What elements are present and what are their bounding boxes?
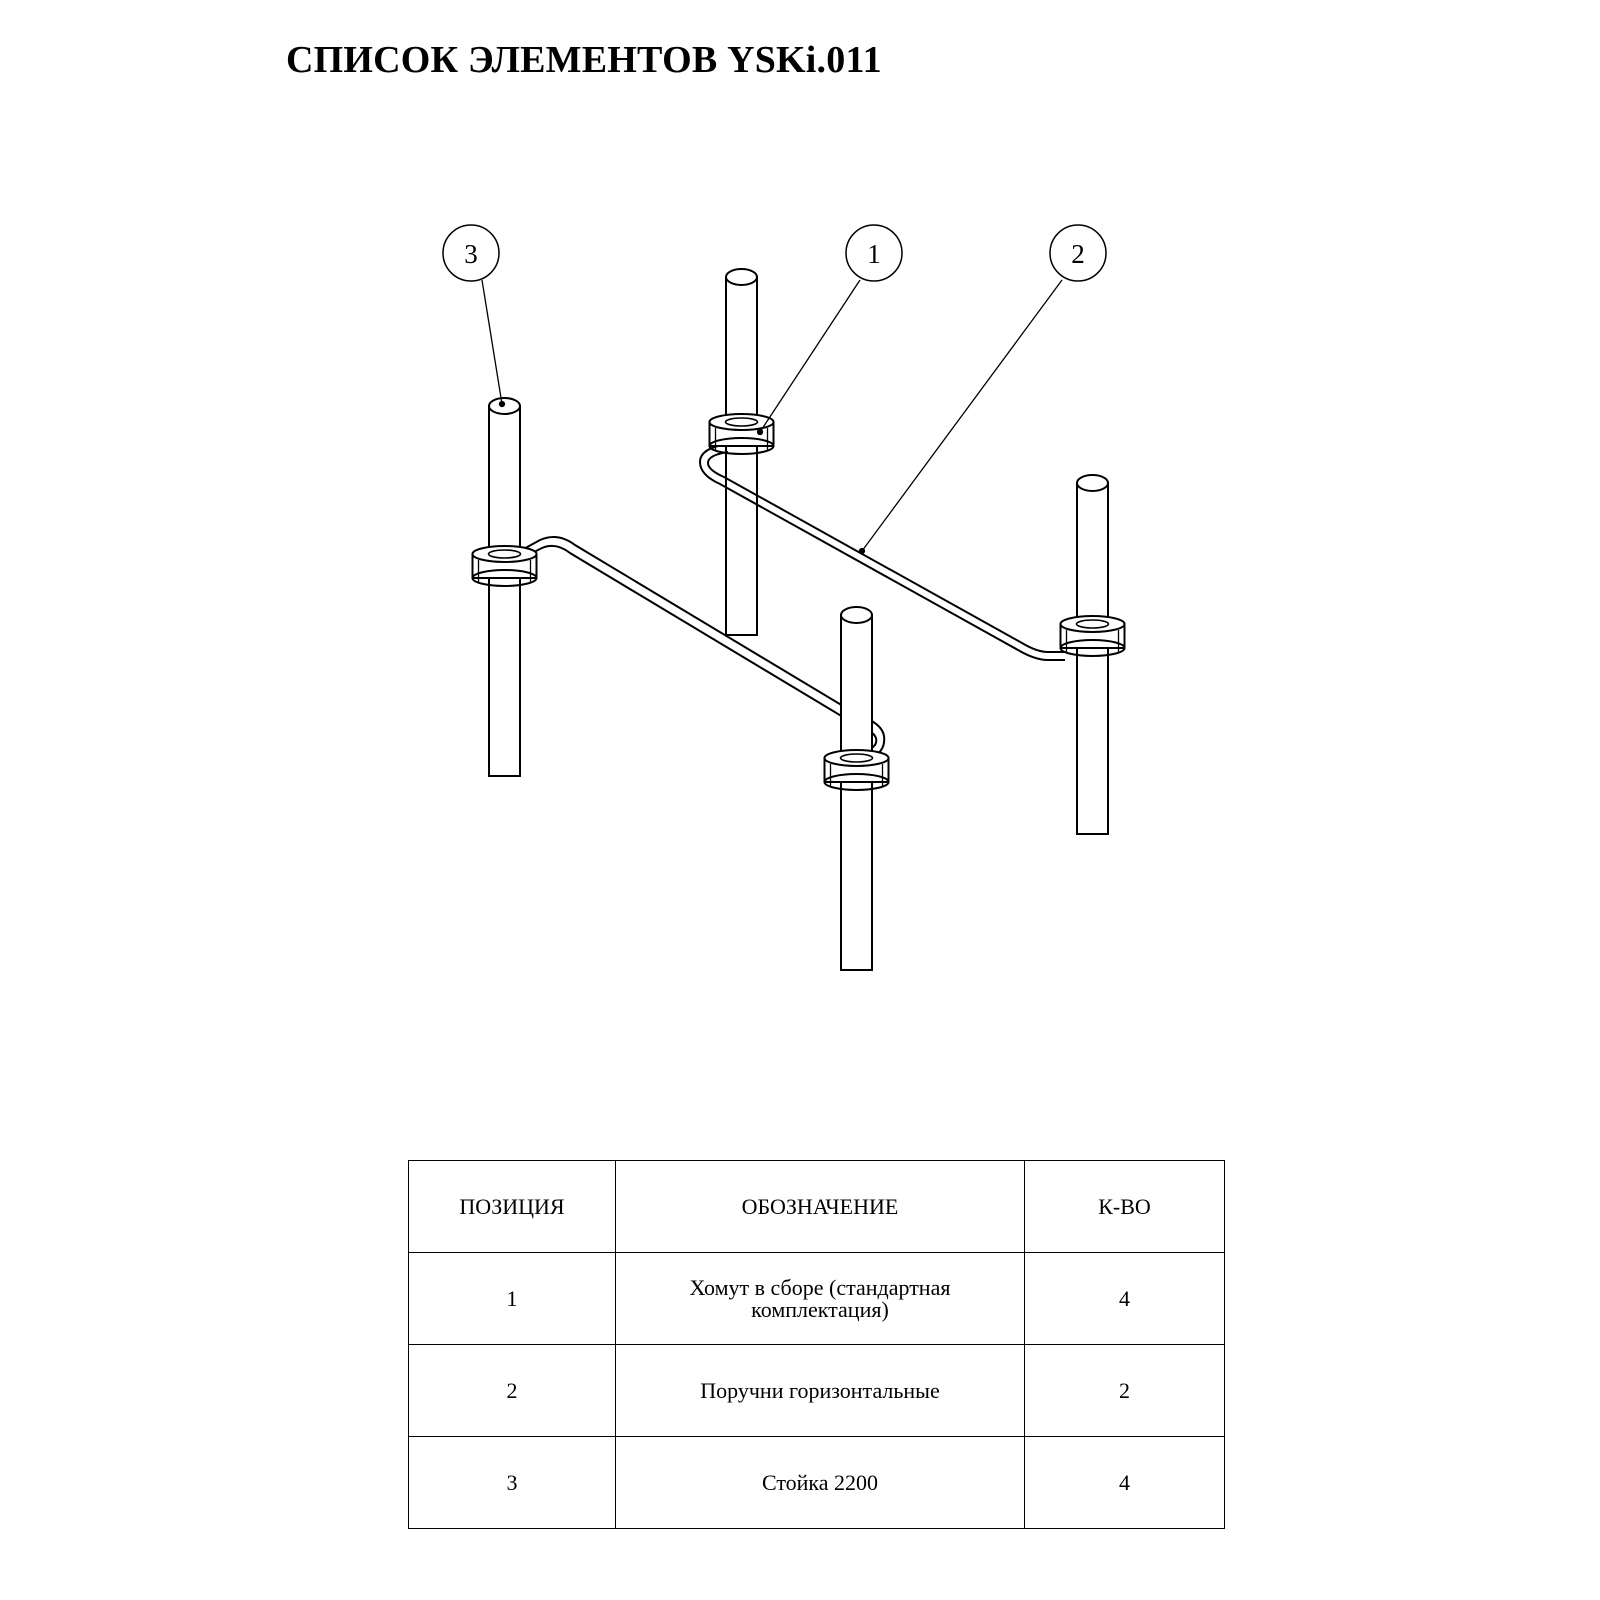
leader-dot-2 <box>858 547 866 555</box>
cell-quantity: 4 <box>1024 1436 1225 1529</box>
table-row: 2 Поручни горизонтальные 2 <box>408 1344 1225 1437</box>
callout-1: 1 <box>845 224 903 282</box>
leader-dot-1 <box>756 428 764 436</box>
table-header-row: ПОЗИЦИЯ ОБОЗНАЧЕНИЕ К-ВО <box>408 1160 1225 1253</box>
leader-line-1 <box>759 279 861 433</box>
post-front <box>840 606 873 971</box>
callout-1-label: 1 <box>867 239 881 269</box>
header-designation: ОБОЗНАЧЕНИЕ <box>615 1160 1025 1253</box>
parts-table: ПОЗИЦИЯ ОБОЗНАЧЕНИЕ К-ВО 1 Хомут в сборе… <box>408 1160 1225 1529</box>
leader-line-3 <box>481 279 503 405</box>
cell-designation: Стойка 2200 <box>615 1436 1025 1529</box>
handrail-back <box>698 443 1065 661</box>
header-position: ПОЗИЦИЯ <box>408 1160 616 1253</box>
callout-3-label: 3 <box>464 239 478 269</box>
callout-3: 3 <box>442 224 500 282</box>
cell-position: 3 <box>408 1436 616 1529</box>
post-left <box>488 397 521 777</box>
callout-2: 2 <box>1049 224 1107 282</box>
leader-line-2 <box>861 279 1063 552</box>
leader-dot-3 <box>498 400 506 408</box>
post-back-left <box>725 268 758 636</box>
assembly-drawing: 3 1 2 <box>442 224 1126 971</box>
cell-designation: Хомут в сборе (стандартная комплектация) <box>615 1252 1025 1345</box>
handrail-front <box>519 535 886 759</box>
cell-quantity: 4 <box>1024 1252 1225 1345</box>
callout-2-label: 2 <box>1071 239 1085 269</box>
cell-designation: Поручни горизонтальные <box>615 1344 1025 1437</box>
header-quantity: К-ВО <box>1024 1160 1225 1253</box>
post-right <box>1076 474 1109 835</box>
table-row: 1 Хомут в сборе (стандартная комплектаци… <box>408 1252 1225 1345</box>
cell-quantity: 2 <box>1024 1344 1225 1437</box>
table-row: 3 Стойка 2200 4 <box>408 1436 1225 1529</box>
cell-position: 2 <box>408 1344 616 1437</box>
page-title: СПИСОК ЭЛЕМЕНТОВ YSKi.011 <box>286 39 882 81</box>
cell-position: 1 <box>408 1252 616 1345</box>
